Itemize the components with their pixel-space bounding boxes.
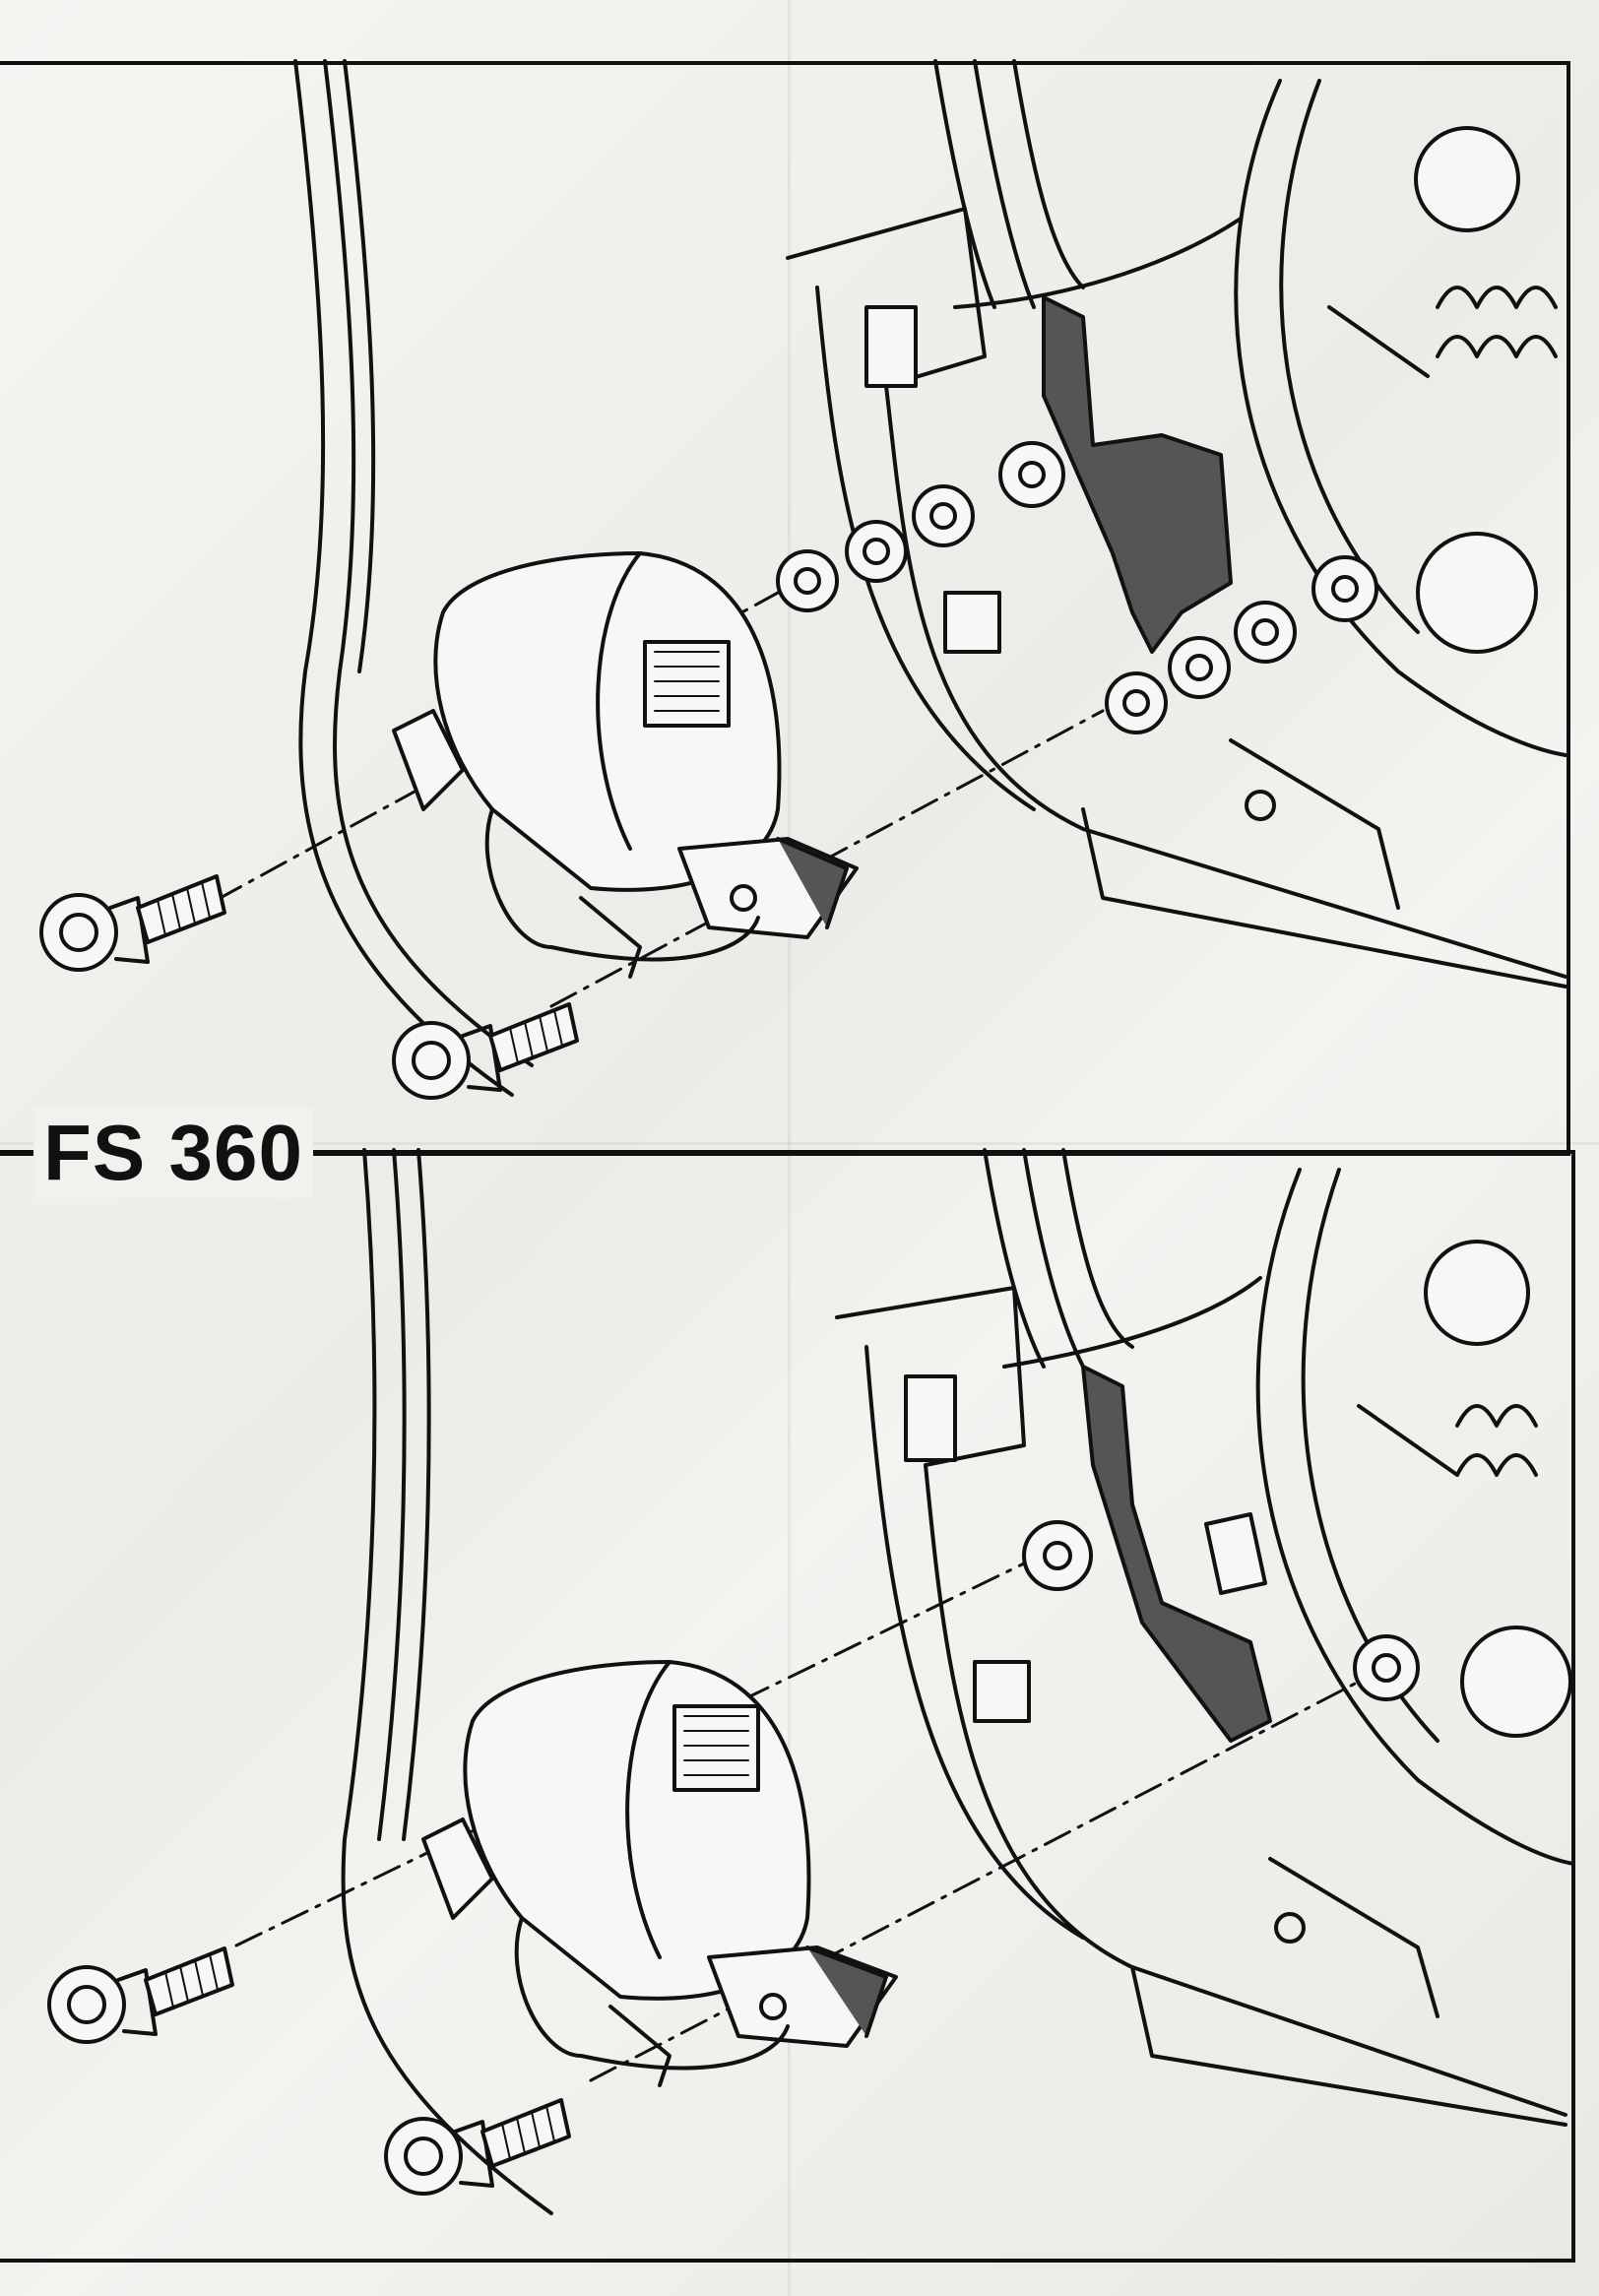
cylinder-body [953, 217, 1243, 309]
cylinder-fin [1012, 59, 1085, 289]
crankcase-outline [835, 1286, 1567, 2117]
cylinder-fin [1022, 1148, 1085, 1369]
screw-icon [47, 1946, 234, 2044]
spring-arm [1357, 1404, 1459, 1477]
flywheel-rim [1255, 1168, 1575, 1866]
crankcase-slot [864, 305, 918, 388]
dark-bracket [1081, 1365, 1272, 1743]
spring-arm [1327, 305, 1430, 378]
spring-coils [1436, 286, 1558, 358]
top-diagram [39, 59, 1567, 1100]
top-panel-frame [0, 61, 1570, 1156]
cylinder-fin [933, 59, 996, 309]
crankcase-foot [1229, 738, 1400, 910]
crankcase-base [1081, 807, 1567, 989]
crankcase-slot [904, 1374, 957, 1462]
screw-icon [39, 874, 226, 972]
crankcase-slot-2 [943, 591, 1001, 654]
flywheel-hub [1424, 1240, 1530, 1346]
crankcase-slot-2 [973, 1660, 1031, 1723]
cylinder-fin [983, 1148, 1046, 1369]
housing-edge [293, 59, 514, 1097]
paper-fold-vertical [788, 0, 791, 2296]
cylinder-fin [973, 59, 1036, 309]
housing-edge-inner2 [343, 59, 376, 673]
screw-icon [392, 1002, 579, 1100]
ignition-module-icon [421, 1660, 898, 2087]
bolt-hole [1245, 790, 1276, 821]
crankcase-inner [864, 1345, 1085, 1940]
dark-bracket [1042, 295, 1233, 654]
washer-icon [776, 441, 1378, 734]
screw-icon [384, 2098, 571, 2196]
paper-fold-horizontal [0, 1142, 1599, 1145]
ignition-module-icon [392, 551, 859, 979]
crankcase-foot [1268, 1857, 1439, 2018]
flywheel-hub-2 [1460, 1626, 1572, 1738]
housing-edge-inner2 [402, 1148, 431, 1841]
bottom-diagram [47, 1148, 1575, 2215]
bottom-panel-frame [0, 1150, 1575, 2263]
cylinder-body [1002, 1276, 1262, 1369]
flywheel-rim [1234, 79, 1567, 757]
cylinder-fin [1061, 1148, 1134, 1349]
washer-icon [1022, 1520, 1420, 1701]
bracket-notch [1204, 1512, 1267, 1595]
housing-edge-inner [377, 1148, 407, 1841]
flywheel-hub-2 [1416, 532, 1538, 654]
spring-coils [1455, 1404, 1538, 1477]
model-label: FS 360 [33, 1108, 313, 1198]
flywheel-hub [1414, 126, 1520, 232]
crankcase-base [1130, 1965, 1567, 2127]
housing-edge [341, 1148, 553, 2215]
bolt-hole [1274, 1912, 1306, 1944]
alignment-line [589, 1680, 1361, 2082]
housing-edge-inner [323, 59, 534, 1067]
crankcase-inner [815, 286, 1036, 811]
crankcase-outline [786, 207, 1567, 979]
